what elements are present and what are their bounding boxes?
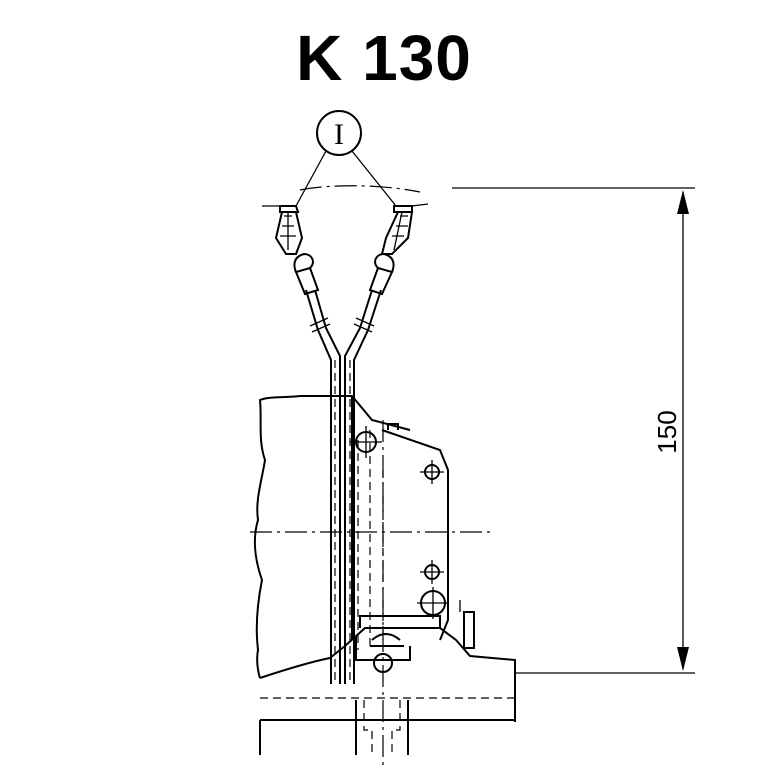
lead-wires <box>305 289 382 684</box>
drawing-title: K 130 <box>296 22 472 94</box>
dimension-label: 150 <box>652 410 682 453</box>
housing-body <box>253 395 516 755</box>
left-connector <box>274 205 320 296</box>
dimension-150: 150 <box>452 187 695 674</box>
center-lines <box>250 185 490 768</box>
callout: I <box>295 110 397 207</box>
right-connector <box>262 203 429 296</box>
mounting-holes <box>350 426 449 673</box>
callout-label: I <box>334 118 344 151</box>
